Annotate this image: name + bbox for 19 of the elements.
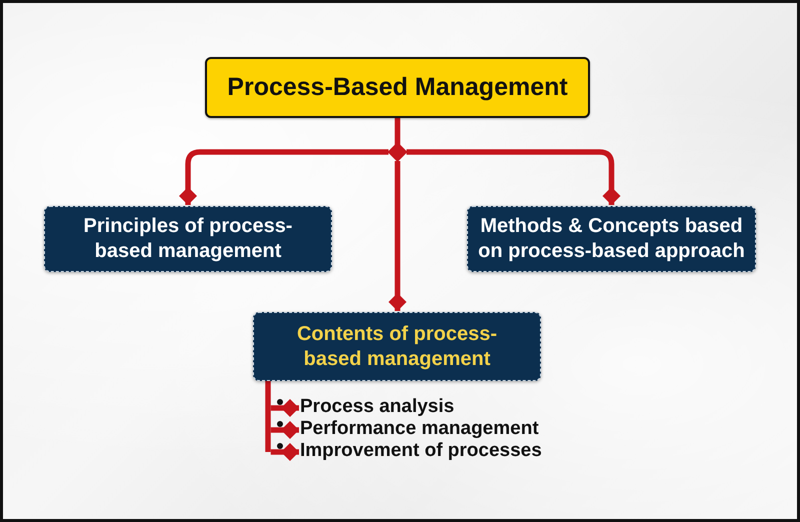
list-item-text: Performance management xyxy=(300,418,538,440)
topic-box xyxy=(253,312,541,381)
box-label: Methods & Concepts based on process-based approach xyxy=(477,214,746,264)
connector-line xyxy=(270,421,299,439)
connector-line xyxy=(406,149,620,205)
box-label: Principles of process-based management xyxy=(82,214,294,264)
connector-line xyxy=(270,443,299,461)
topic-box xyxy=(467,206,756,272)
title-box xyxy=(205,57,590,118)
topic-box xyxy=(44,206,332,272)
list-item-text: Improvement of processes xyxy=(300,440,545,462)
connector-line xyxy=(179,149,388,205)
connector-line xyxy=(388,118,408,162)
title-text: Process-Based Management xyxy=(227,73,568,102)
connector-line xyxy=(265,378,271,452)
box-label: Contents of process-based management xyxy=(296,322,498,372)
connector-line xyxy=(388,161,406,311)
connector-line xyxy=(270,399,299,417)
list-item-text: Process analysis xyxy=(300,396,470,418)
